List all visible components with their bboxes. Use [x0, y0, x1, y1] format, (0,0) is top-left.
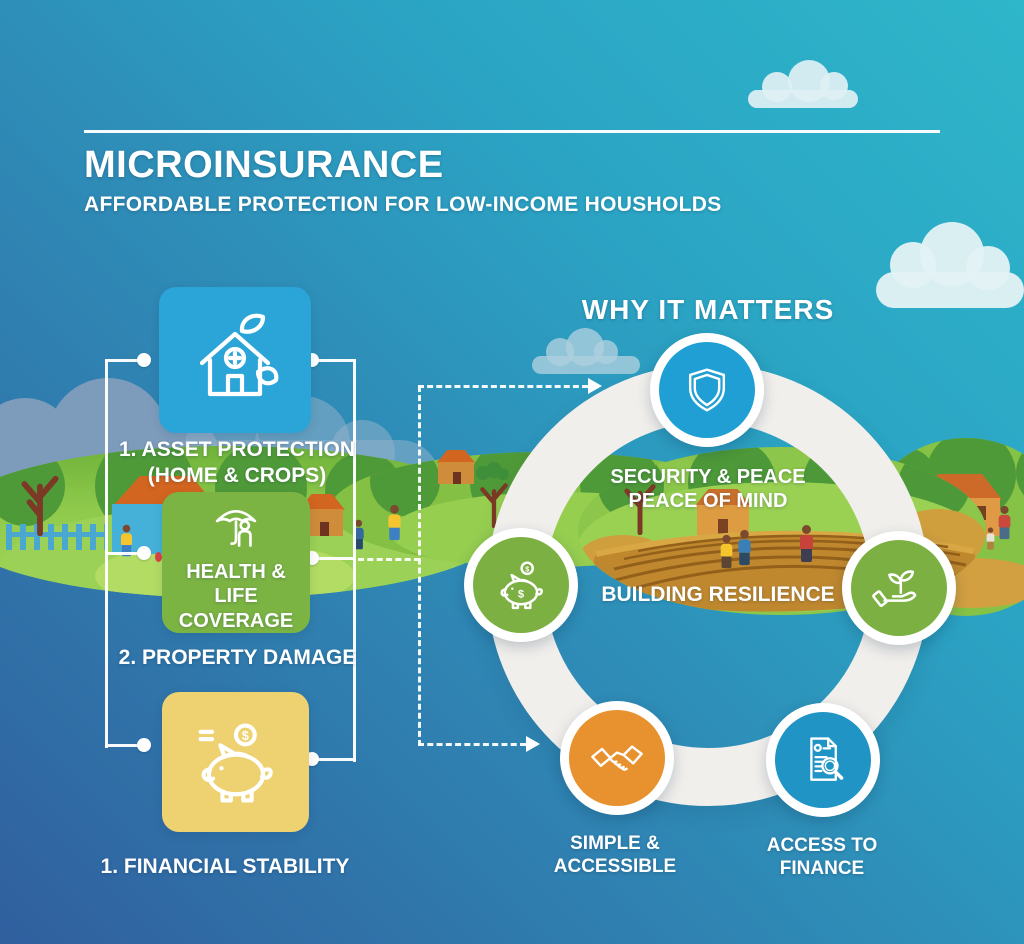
piggy-bank-dollar-icon: $ $	[500, 561, 543, 610]
label-simple: SIMPLE & ACCESSIBLE	[553, 833, 677, 878]
person-figure	[388, 504, 401, 541]
label-access: ACCESS TO FINANCE	[766, 835, 878, 880]
node-savings: $ $	[464, 528, 578, 642]
dashed-connector	[418, 385, 588, 388]
connector-dot	[137, 738, 151, 752]
fence	[6, 524, 108, 550]
flowers	[155, 552, 162, 562]
svg-text:$: $	[518, 588, 525, 600]
connector-line	[105, 552, 145, 555]
dashed-connector	[418, 386, 421, 746]
connector-dot	[137, 546, 151, 560]
svg-text:$: $	[525, 564, 530, 573]
person-figure	[120, 524, 133, 557]
connector-line	[353, 359, 356, 762]
shield-icon	[688, 368, 726, 412]
header-divider	[84, 130, 940, 133]
connector-line	[316, 359, 356, 362]
section-heading: WHY IT MATTERS	[581, 294, 835, 325]
caption-asset-protection: 1. ASSET PROTECTION (HOME & CROPS)	[118, 438, 356, 487]
umbrella-person-icon	[215, 509, 257, 547]
connector-line	[105, 744, 145, 747]
dashed-connector	[358, 558, 420, 561]
node-security	[650, 333, 764, 447]
connector-line	[105, 359, 145, 362]
dashed-arrow	[588, 378, 602, 394]
document-magnifier-icon	[810, 737, 844, 781]
card-health-life: HEALTH & LIFE COVERAGE	[162, 492, 310, 633]
card-asset-protection	[159, 287, 311, 433]
seedling-hand-icon	[872, 570, 917, 607]
page-title: MICROINSURANCE	[84, 144, 444, 186]
connector-dot	[137, 353, 151, 367]
connector-line	[316, 557, 356, 560]
handshake-icon	[591, 745, 643, 771]
piggy-bank-coin-icon: $	[198, 723, 273, 803]
svg-text:$: $	[241, 729, 248, 743]
dashed-arrow	[526, 736, 540, 752]
dashed-connector	[418, 743, 526, 746]
fence-rail	[6, 532, 108, 537]
house-medical-leaf-icon	[199, 313, 279, 397]
small-house	[434, 450, 478, 484]
bare-tree	[14, 458, 66, 536]
connector-line	[316, 758, 356, 761]
node-finance	[766, 703, 880, 817]
card-financial-stability: $	[162, 692, 309, 832]
node-simple	[560, 701, 674, 815]
caption-financial-stability: 1. FINANCIAL STABILITY	[100, 855, 350, 878]
label-security: SECURITY & PEACE PEACE OF MIND	[610, 466, 806, 513]
node-resilience	[842, 531, 956, 645]
label-resilience: BUILDING RESILIENCE	[601, 583, 835, 606]
caption-property-damage: 2. PROPERTY DAMAGE	[118, 646, 357, 669]
person-figure	[353, 519, 364, 550]
page-subtitle: AFFORDABLE PROTECTION FOR LOW-INCOME HOU…	[84, 193, 722, 216]
